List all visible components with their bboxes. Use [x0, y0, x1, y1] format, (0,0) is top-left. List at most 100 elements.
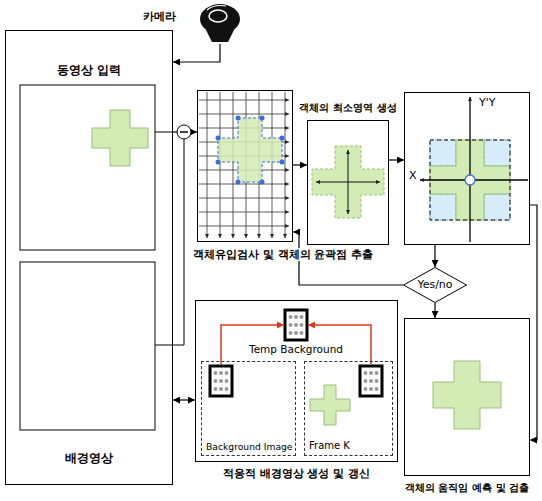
node-text: Y'Y: [479, 96, 495, 109]
label-text: Temp Background: [249, 343, 343, 356]
block-frame: [210, 366, 232, 396]
node-text: Yes/no: [417, 278, 452, 291]
minus-sign: [180, 131, 188, 133]
dot: [289, 323, 293, 327]
region-cell: [484, 194, 510, 220]
dot: [369, 387, 373, 391]
contour-point: [280, 136, 285, 141]
camera-base: [206, 30, 234, 42]
dot: [214, 371, 218, 375]
block-icon: [360, 366, 382, 396]
scan-line: [199, 212, 289, 213]
frame-box: Frame K: [304, 361, 393, 456]
scan-line: [199, 226, 289, 227]
object-cross: [310, 385, 350, 425]
scan-line: [285, 92, 286, 238]
dot: [375, 371, 379, 375]
object-cross: [312, 146, 384, 218]
region-cell: [430, 140, 456, 166]
diamond-shape: [404, 268, 467, 303]
dot: [364, 379, 368, 383]
dot: [214, 387, 218, 391]
object-cross: [433, 361, 501, 429]
center-point: [465, 175, 475, 185]
contour-point: [260, 180, 265, 185]
dot: [369, 371, 373, 375]
block-icon: [210, 366, 232, 396]
scan-lines: [199, 92, 289, 238]
dot: [300, 315, 304, 319]
node-text: Frame K: [309, 440, 350, 452]
dot: [289, 315, 293, 319]
object-cross: [92, 110, 148, 166]
dot: [300, 331, 304, 335]
node-text: 카메라: [143, 10, 176, 23]
dot: [375, 387, 379, 391]
wire: [155, 132, 173, 133]
panel-box: 동영상 입력배경영상: [5, 30, 173, 485]
process-box: X Y'Y: [404, 92, 530, 245]
dot: [289, 331, 293, 335]
dot: [364, 371, 368, 375]
node-text: 객체유입검사 및 객체의 윤곽점 추출: [191, 248, 375, 261]
scan-line: [199, 198, 289, 199]
block-dots: [364, 371, 379, 391]
connector: [173, 44, 220, 62]
block-dots: [214, 371, 229, 391]
extent-arrow: [316, 182, 380, 183]
wire: [155, 139, 184, 345]
decision-diamond: Yes/no: [403, 267, 467, 303]
connector: [389, 159, 404, 160]
dot: [294, 315, 298, 319]
process-box: 객체의 움직임 예측 및 검출: [404, 318, 530, 476]
block-frame: [360, 366, 382, 396]
node-text: Background Image: [206, 441, 293, 452]
node-text: 배경영상: [65, 451, 113, 465]
scan-line: [272, 92, 273, 238]
dot: [214, 379, 218, 383]
contour-point: [236, 180, 241, 185]
connector: [293, 164, 307, 165]
contour-point: [236, 116, 241, 121]
connector: [434, 303, 435, 318]
node-text: 객체의 움직임 예측 및 검출: [405, 481, 529, 493]
camera-node: 카메라: [197, 2, 243, 44]
dot: [219, 387, 223, 391]
connector: [173, 399, 195, 400]
frame-box: Background Image: [201, 361, 296, 456]
subtractor: [177, 125, 191, 139]
dot: [369, 379, 373, 383]
block-dots: [289, 315, 304, 335]
dot: [219, 379, 223, 383]
process-box: 객체유입검사 및 객체의 윤곽점 추출: [197, 90, 293, 242]
object-cross: [218, 118, 282, 182]
dot: [300, 323, 304, 327]
process-box: 객체의 최소영역 생성: [307, 120, 389, 245]
dot: [225, 387, 229, 391]
dot: [225, 379, 229, 383]
contour-point: [280, 160, 285, 165]
block-frame: [285, 310, 307, 340]
scan-line: [220, 92, 221, 238]
contour-point: [216, 160, 221, 165]
camera-highlight: [207, 6, 226, 11]
process-box: 적응적 배경영상 생성 및 갱신Background ImageFrame K: [195, 300, 398, 462]
block-icon: [285, 310, 307, 340]
dot: [225, 371, 229, 375]
camera-icon: [200, 4, 240, 42]
scan-line: [233, 92, 234, 238]
background-frame: [20, 262, 155, 430]
connector: [434, 245, 435, 267]
scan-line: [199, 114, 289, 115]
node-text: 동영상 입력: [57, 63, 121, 77]
input-frame: [20, 85, 155, 250]
dot: [294, 331, 298, 335]
dot: [364, 387, 368, 391]
dot: [375, 379, 379, 383]
node-text: X: [409, 169, 417, 182]
dot: [219, 371, 223, 375]
contour-point: [216, 136, 221, 141]
node-text: 객체의 최소영역 생성: [299, 101, 396, 113]
camera-lens: [209, 10, 227, 22]
region-cell: [430, 194, 456, 220]
